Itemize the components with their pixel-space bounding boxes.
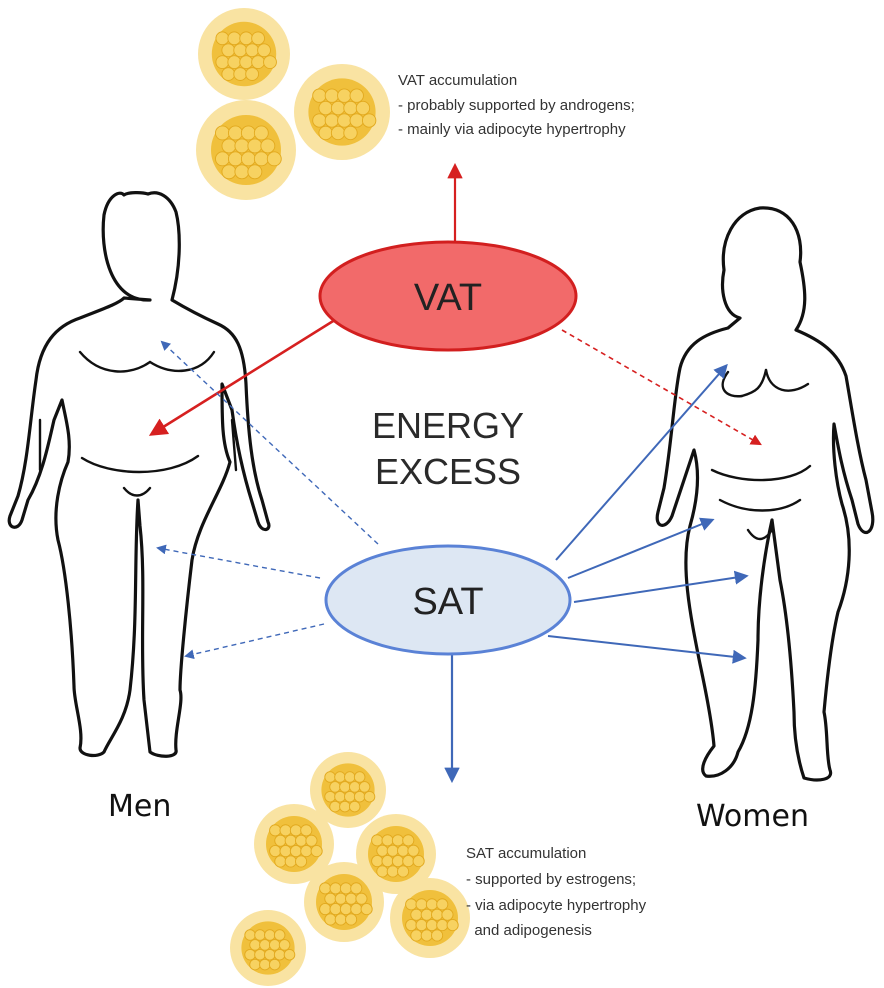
adipocyte-cell bbox=[196, 100, 296, 200]
women-figure bbox=[657, 208, 873, 780]
sat-node: SAT bbox=[326, 546, 570, 654]
sat-note-line1: - supported by estrogens; bbox=[466, 871, 636, 888]
sat-arrow-women-chest bbox=[556, 366, 726, 560]
sat-note-line2: - via adipocyte hypertrophy bbox=[466, 897, 647, 914]
vat-label: VAT bbox=[414, 277, 482, 319]
sat-arrow-men-thigh bbox=[186, 624, 324, 656]
energy-excess-label: ENERGY EXCESS bbox=[372, 405, 524, 492]
sat-arrow-men-hip bbox=[158, 548, 320, 578]
men-figure bbox=[9, 193, 269, 757]
sat-adipocyte-cluster bbox=[230, 752, 470, 986]
vat-note-line1: - probably supported by androgens; bbox=[398, 97, 635, 114]
adipocyte-cell bbox=[198, 8, 290, 100]
adipocyte-cell bbox=[304, 862, 384, 942]
vat-note: VAT accumulation - probably supported by… bbox=[398, 72, 635, 138]
sat-arrow-women-hip bbox=[568, 520, 712, 578]
vat-note-line2: - mainly via adipocyte hypertrophy bbox=[398, 121, 626, 138]
sat-note-title: SAT accumulation bbox=[466, 845, 586, 862]
sat-arrow-men-chest bbox=[162, 342, 378, 544]
energy-excess-line1: ENERGY bbox=[372, 405, 524, 446]
sat-label: SAT bbox=[412, 581, 483, 623]
sat-arrow-women-thigh bbox=[574, 576, 746, 602]
adipocyte-cell bbox=[294, 64, 390, 160]
women-label: Women bbox=[696, 799, 809, 834]
sat-note-line3: and adipogenesis bbox=[466, 922, 592, 939]
vat-arrow-women bbox=[562, 330, 760, 444]
vat-arrow-men bbox=[152, 318, 338, 434]
energy-excess-line2: EXCESS bbox=[375, 451, 521, 492]
men-label: Men bbox=[108, 789, 171, 824]
adipocyte-cell bbox=[390, 878, 470, 958]
adipocyte-cell bbox=[230, 910, 306, 986]
sat-arrow-women-leg bbox=[548, 636, 744, 658]
vat-note-title: VAT accumulation bbox=[398, 72, 517, 89]
vat-adipocyte-cluster bbox=[196, 8, 390, 200]
sat-note: SAT accumulation - supported by estrogen… bbox=[466, 845, 647, 939]
vat-node: VAT bbox=[320, 242, 576, 350]
